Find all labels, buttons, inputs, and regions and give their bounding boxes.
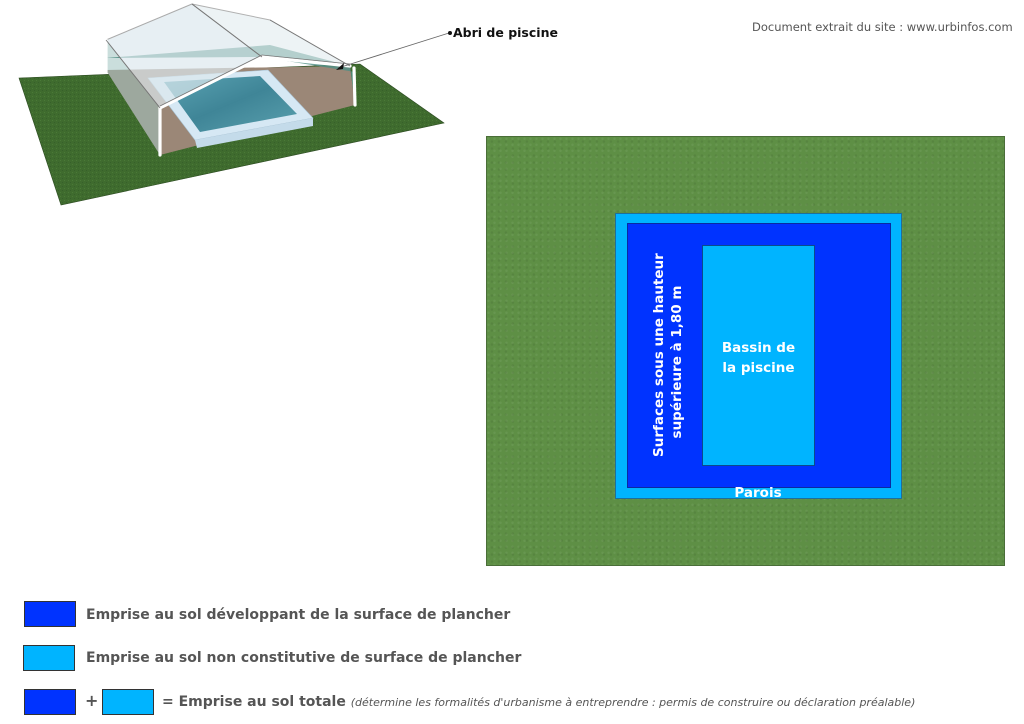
callout-dot (448, 31, 452, 35)
legend-label-non-floor-area: Emprise au sol non constitutive de surfa… (86, 650, 522, 666)
legend-plus-sign: + (85, 691, 99, 710)
callout-arrowhead (336, 63, 344, 70)
legend-swatch-non-floor-area (23, 645, 75, 671)
legend-total-label: = Emprise au sol totale (162, 694, 346, 710)
callout-leader (337, 32, 450, 69)
legend-total-note: (détermine les formalités d'urbanisme à … (350, 696, 916, 709)
legend-total-row: = Emprise au sol totale (détermine les f… (162, 694, 915, 710)
legend-label-floor-area: Emprise au sol développant de la surface… (86, 607, 511, 623)
callout-label: Abri de piscine (453, 25, 558, 40)
walls-label: Parois (734, 485, 782, 501)
pool-shelter-illustration (18, 3, 450, 206)
height-surface-label: Surfaces sous une hauteur supérieure à 1… (651, 253, 685, 457)
legend-swatch-total-light (102, 689, 154, 715)
legend-swatch-total-dark (24, 689, 76, 715)
plan-pool-basin (702, 245, 815, 466)
shelter-frame (104, 38, 357, 157)
pool-basin-label: Bassin de la piscine (721, 340, 796, 376)
legend-swatch-floor-area (24, 601, 76, 627)
source-note: Document extrait du site : www.urbinfos.… (752, 20, 1013, 34)
